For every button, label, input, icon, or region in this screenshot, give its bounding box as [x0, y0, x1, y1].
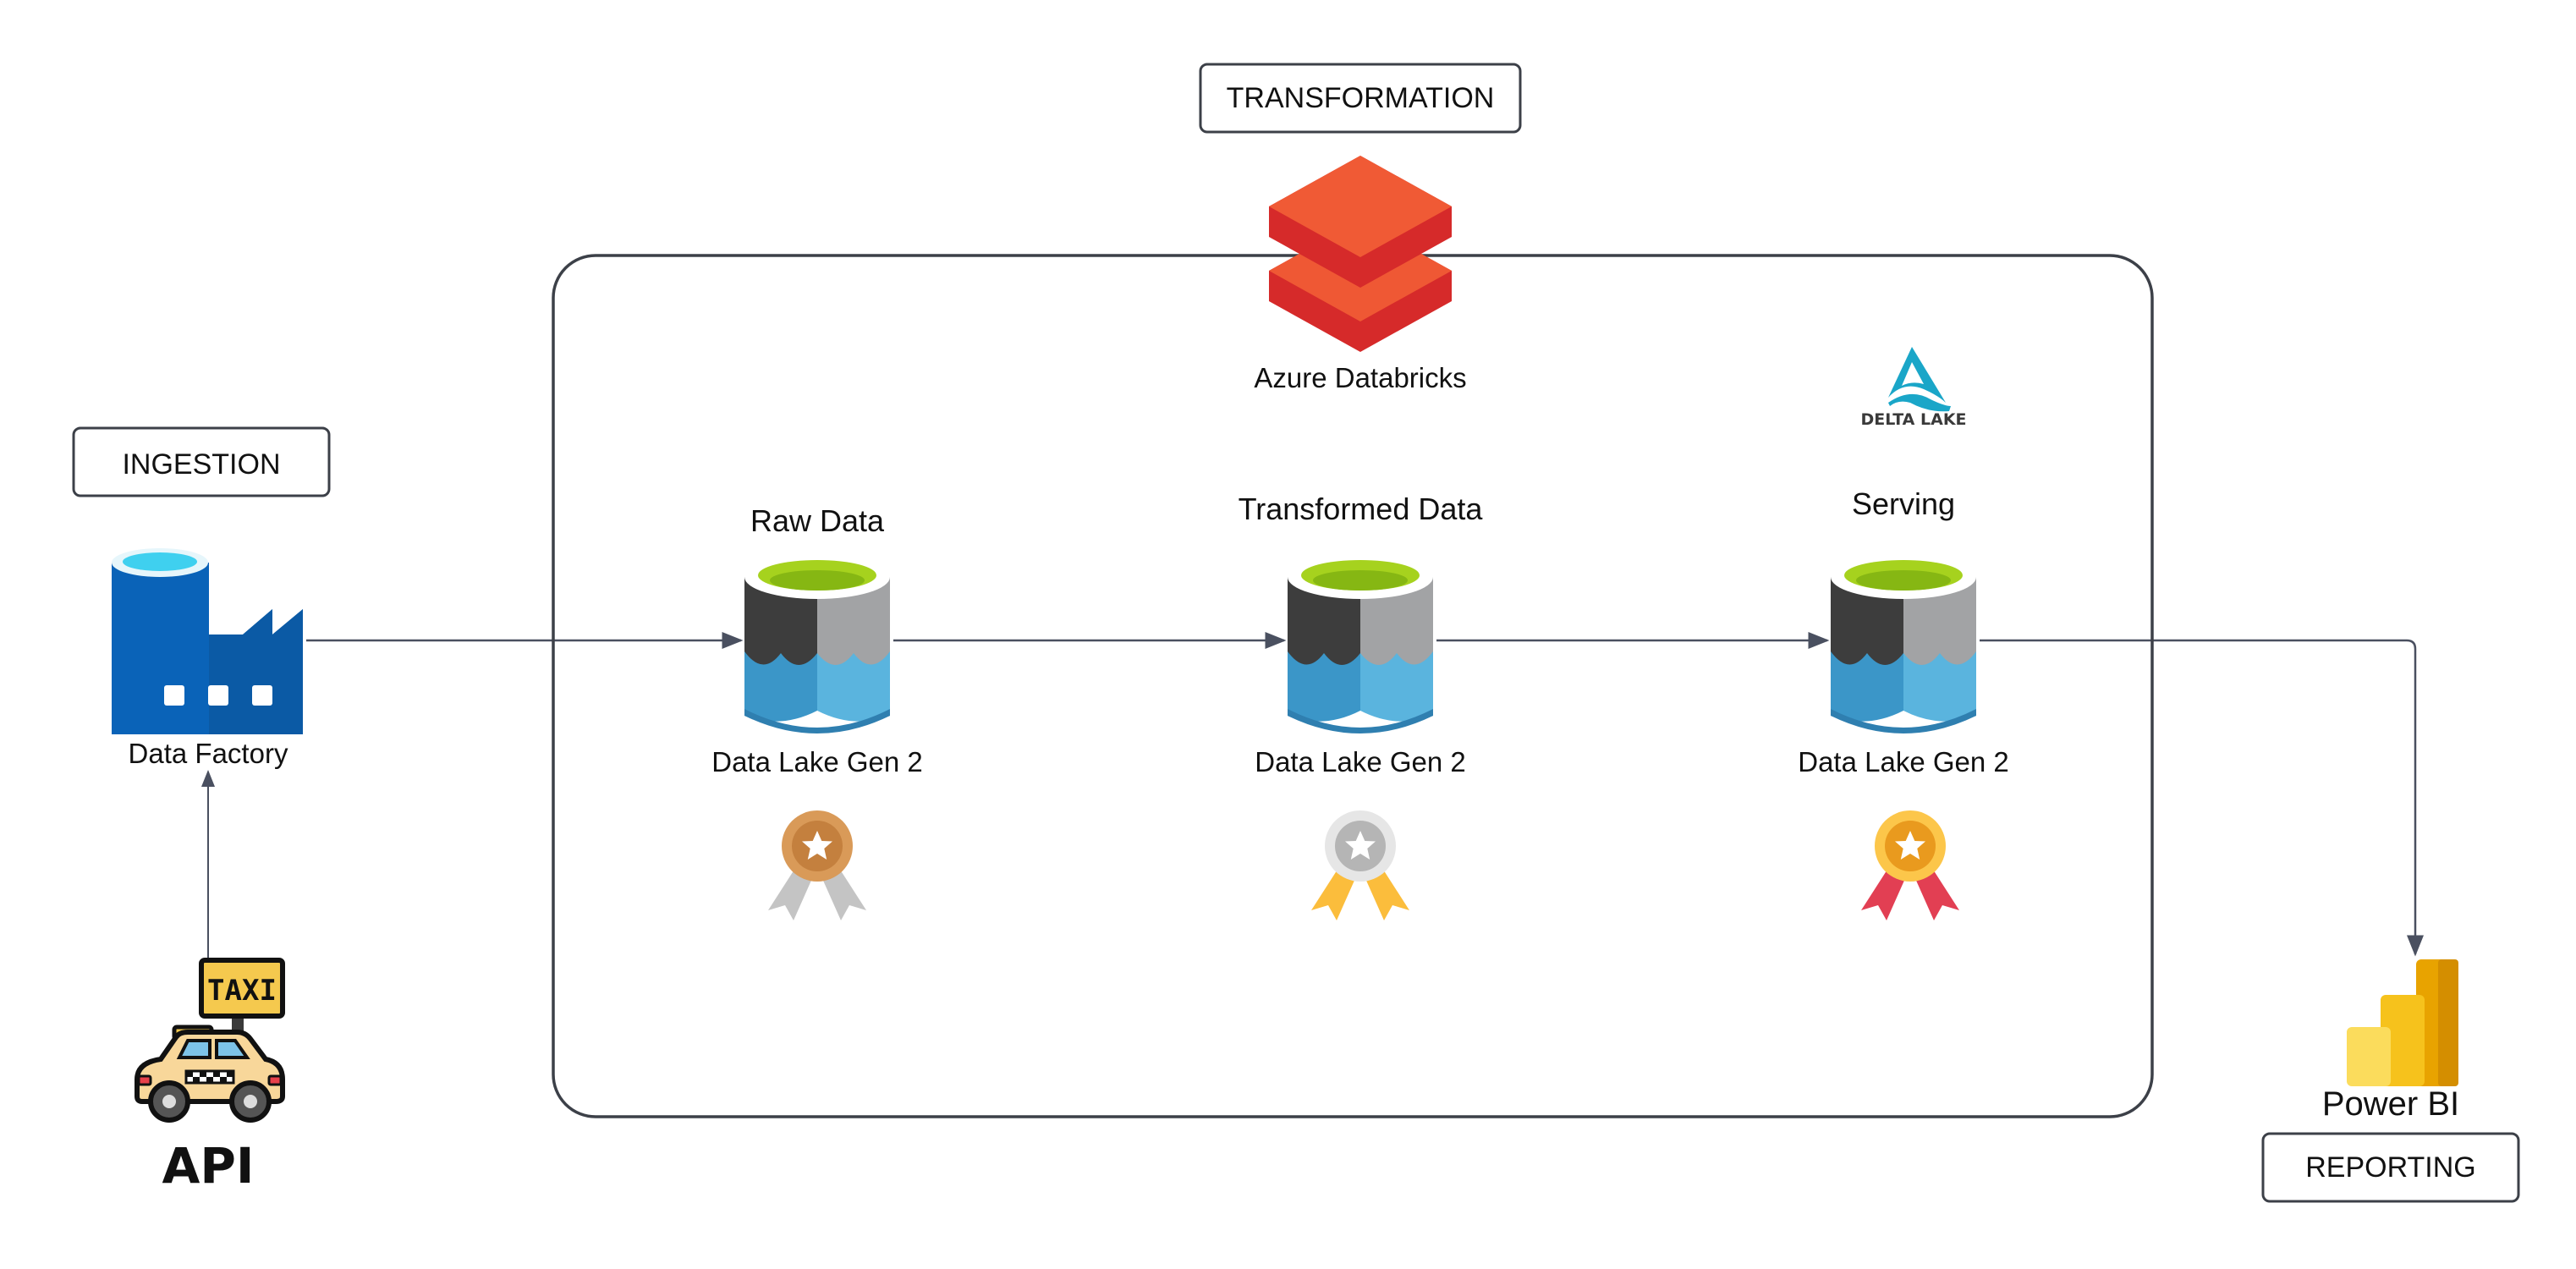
silver-medal-icon [1311, 810, 1409, 920]
stage-raw: Raw Data Data Lake Gen 2 [711, 503, 923, 920]
data-lake-icon [1831, 555, 1976, 733]
stage-title: Raw Data [750, 503, 885, 538]
data-factory-node: Data Factory [112, 548, 303, 769]
delta-lake-logo: DELTA LAKE [1860, 347, 1967, 429]
section-transformation: TRANSFORMATION [1199, 63, 1522, 134]
transformation-label: TRANSFORMATION [1227, 82, 1495, 114]
stage-title: Transformed Data [1239, 492, 1484, 526]
data-lake-icon [1288, 555, 1433, 733]
stage-transformed: Transformed Data Data Lake Gen 2 [1239, 492, 1484, 920]
stage-storage-label: Data Lake Gen 2 [711, 746, 923, 777]
data-factory-icon [112, 548, 303, 734]
powerbi-icon [2347, 959, 2458, 1086]
delta-lake-icon [1888, 347, 1951, 412]
connector-serving-to-powerbi [1980, 639, 2424, 957]
powerbi-label: Power BI [2322, 1085, 2459, 1123]
section-ingestion: INGESTION [72, 426, 331, 497]
data-lake-icon [744, 555, 890, 733]
connectors [201, 632, 2424, 964]
stage-title: Serving [1852, 486, 1955, 521]
section-reporting: REPORTING [2261, 1132, 2520, 1203]
gold-medal-icon [1861, 810, 1959, 920]
powerbi-node: Power BI [2322, 959, 2459, 1123]
databricks-node: Azure Databricks [1254, 156, 1467, 393]
reporting-label: REPORTING [2305, 1151, 2476, 1184]
bronze-medal-icon [768, 810, 866, 920]
ingestion-label: INGESTION [122, 448, 280, 481]
delta-lake-text: DELTA LAKE [1860, 410, 1966, 429]
stage-storage-label: Data Lake Gen 2 [1255, 746, 1466, 777]
taxi-sign-text: TAXI [207, 974, 277, 1008]
stage-storage-label: Data Lake Gen 2 [1798, 746, 2009, 777]
api-label: API [162, 1137, 255, 1195]
data-factory-label: Data Factory [129, 738, 288, 769]
api-node: TAXI API [135, 958, 285, 1195]
databricks-label: Azure Databricks [1254, 362, 1466, 393]
taxi-icon: TAXI [135, 958, 285, 1123]
stage-serving: Serving Data Lake Gen 2 [1798, 486, 2009, 920]
databricks-icon [1269, 156, 1452, 352]
